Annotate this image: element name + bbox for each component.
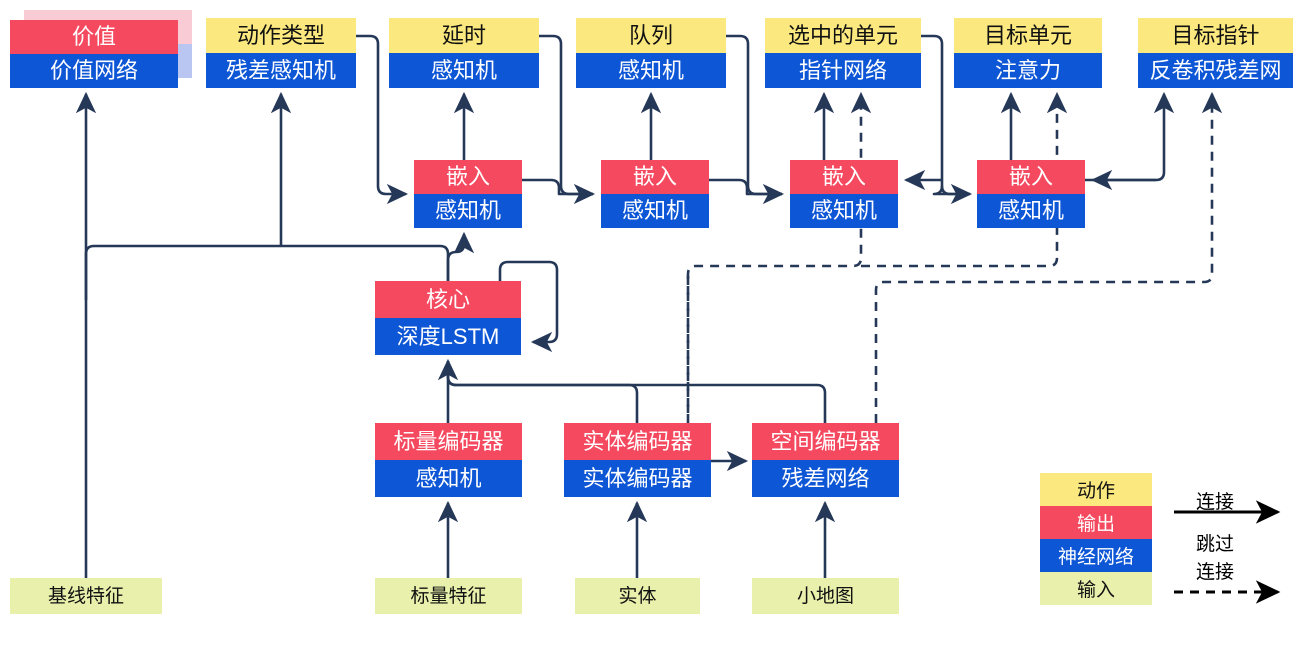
- node-action_type[interactable]: 动作类型残差感知机: [206, 18, 356, 88]
- legend-swatch-output: 输出: [1040, 506, 1152, 539]
- legend-swatch-input: 输入: [1040, 572, 1152, 605]
- node-embed3-bottom-label: 感知机: [790, 194, 898, 228]
- node-baseline_features-top-label: 基线特征: [10, 578, 162, 614]
- skip-entity-to-selected-units: [686, 91, 872, 423]
- node-scalar_encoder-top-label: 标量编码器: [375, 423, 522, 460]
- node-scalar_features-top-label: 标量特征: [375, 578, 522, 614]
- node-target_point-bottom-label: 反卷积残差网: [1138, 53, 1293, 88]
- node-core-top-label: 核心: [375, 281, 521, 318]
- node-scalar_encoder-bottom-label: 感知机: [375, 460, 522, 497]
- node-queued[interactable]: 队列感知机: [576, 18, 726, 88]
- wire-embed4-to-target-pointer: [1085, 91, 1175, 182]
- node-embed2-top-label: 嵌入: [601, 160, 709, 194]
- node-action_type-top-label: 动作类型: [206, 18, 356, 53]
- wire-core-self-loop: [498, 260, 559, 353]
- node-embed3-top-label: 嵌入: [790, 160, 898, 194]
- node-entities[interactable]: 实体: [575, 578, 700, 614]
- node-embed2-bottom-label: 感知机: [601, 194, 709, 228]
- node-entity_encoder-top-label: 实体编码器: [564, 423, 711, 460]
- node-embed2[interactable]: 嵌入感知机: [601, 160, 709, 228]
- legend-arrows: [1174, 500, 1281, 604]
- skip-entity-to-target-unit: [861, 91, 1068, 268]
- node-entities-top-label: 实体: [575, 578, 700, 614]
- node-action_type-bottom-label: 残差感知机: [206, 53, 356, 88]
- node-embed4[interactable]: 嵌入感知机: [977, 160, 1085, 228]
- node-queued-top-label: 队列: [576, 18, 726, 53]
- legend-skip-label-line2: 连接: [1196, 562, 1235, 583]
- node-value-top-label: 价值: [10, 20, 178, 54]
- wire-entity-encoder-to-core: [437, 358, 639, 423]
- node-core-bottom-label: 深度LSTM: [375, 318, 521, 355]
- wire-delay-to-embed2: [539, 34, 593, 196]
- wire-embed1-to-embed2: [522, 178, 596, 205]
- node-baseline_features[interactable]: 基线特征: [10, 578, 162, 614]
- node-embed3[interactable]: 嵌入感知机: [790, 160, 898, 228]
- node-spatial_encoder[interactable]: 空间编码器残差网络: [752, 423, 899, 497]
- node-embed1[interactable]: 嵌入感知机: [414, 160, 522, 228]
- node-target_unit[interactable]: 目标单元注意力: [954, 18, 1102, 88]
- node-embed4-bottom-label: 感知机: [977, 194, 1085, 228]
- node-value[interactable]: 价值价值网络: [10, 10, 192, 88]
- node-embed4-top-label: 嵌入: [977, 160, 1085, 194]
- node-minimap-top-label: 小地图: [752, 578, 899, 614]
- node-target_unit-bottom-label: 注意力: [954, 53, 1102, 88]
- wire-embed2-to-embed3: [709, 178, 785, 205]
- legend-skip-label-line1: 跳过: [1196, 534, 1235, 555]
- node-delay-top-label: 延时: [389, 18, 539, 53]
- wire-queued-to-embed3: [726, 34, 782, 196]
- node-spatial_encoder-bottom-label: 残差网络: [752, 460, 899, 497]
- wire-selected-units-to-embed4: [940, 183, 973, 205]
- node-entity_encoder-bottom-label: 实体编码器: [564, 460, 711, 497]
- node-selected_units[interactable]: 选中的单元指针网络: [765, 18, 921, 88]
- legend-swatch-network: 神经网络: [1040, 539, 1152, 572]
- wire-action-type-to-embed1: [356, 34, 409, 205]
- node-minimap[interactable]: 小地图: [752, 578, 899, 614]
- node-value-bottom-label: 价值网络: [10, 54, 178, 88]
- node-selected_units-top-label: 选中的单元: [765, 18, 921, 53]
- node-spatial_encoder-top-label: 空间编码器: [752, 423, 899, 460]
- legend-swatches: 动作 输出 神经网络 输入: [1040, 473, 1152, 605]
- node-target_point-top-label: 目标指针: [1138, 18, 1293, 53]
- node-target_unit-top-label: 目标单元: [954, 18, 1102, 53]
- node-selected_units-bottom-label: 指针网络: [765, 53, 921, 88]
- node-scalar_encoder[interactable]: 标量编码器感知机: [375, 423, 522, 497]
- node-scalar_features[interactable]: 标量特征: [375, 578, 522, 614]
- node-delay[interactable]: 延时感知机: [389, 18, 539, 88]
- wire-selected-units-down: [921, 34, 970, 196]
- node-entity_encoder[interactable]: 实体编码器实体编码器: [564, 423, 711, 497]
- node-embed1-top-label: 嵌入: [414, 160, 522, 194]
- wire-core-to-embed1: [446, 231, 475, 281]
- legend-swatch-action: 动作: [1040, 473, 1152, 506]
- skip-spatial-to-target-pointer: [874, 91, 1223, 423]
- node-delay-bottom-label: 感知机: [389, 53, 539, 88]
- node-embed1-bottom-label: 感知机: [414, 194, 522, 228]
- node-core[interactable]: 核心深度LSTM: [375, 281, 521, 355]
- node-target_point[interactable]: 目标指针反卷积残差网: [1138, 18, 1293, 88]
- wire-core-to-left-bus: [84, 244, 450, 300]
- legend-connection-label: 连接: [1196, 492, 1235, 513]
- node-queued-bottom-label: 感知机: [576, 53, 726, 88]
